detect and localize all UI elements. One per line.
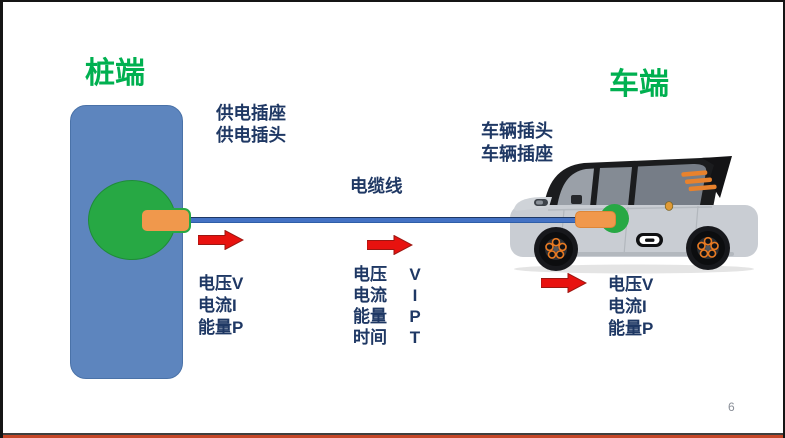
- measure-line: 电压V: [608, 275, 654, 294]
- vehicle-connector-label: 车辆插头 车辆插座: [481, 120, 553, 166]
- bottom-divider-line: [3, 433, 783, 435]
- page-number: 6: [728, 400, 735, 414]
- measure-line: 电压 V: [353, 265, 421, 284]
- pile-end-title: 桩端: [85, 57, 145, 90]
- vehicle-end-title: 车端: [609, 68, 669, 101]
- measure-line: 电压V: [198, 274, 244, 293]
- charging-cable-line: [171, 217, 589, 223]
- car-image: [510, 156, 758, 274]
- vehicle-plug-connector: [575, 211, 616, 228]
- vehicle-plug-label: 车辆插头: [481, 121, 553, 141]
- vehicle-measurements: 电压V 电流I 能量P: [608, 274, 653, 340]
- measure-line: 能量P: [198, 318, 244, 337]
- power-flow-right-arrow-icon: [198, 230, 244, 250]
- measure-line: 能量 P: [353, 307, 421, 326]
- vehicle-socket-label: 车辆插座: [481, 144, 553, 164]
- cable-measurements: 电压 V 电流 I 能量 P 时间 T: [353, 264, 423, 348]
- cable-label: 电缆线: [350, 176, 403, 196]
- measure-line: 电流I: [198, 296, 237, 315]
- measure-line: 能量P: [608, 319, 654, 338]
- pile-plug-connector: [140, 208, 191, 233]
- supply-connector-label: 供电插座 供电插头: [216, 102, 286, 146]
- measure-line: 电流I: [608, 297, 647, 316]
- power-flow-right-arrow-icon: [541, 273, 587, 293]
- supply-plug-label: 供电插头: [216, 125, 286, 145]
- power-flow-right-arrow-icon: [367, 235, 413, 255]
- bottom-accent-line: [3, 435, 783, 438]
- pile-measurements: 电压V 电流I 能量P: [198, 273, 243, 339]
- supply-socket-label: 供电插座: [216, 103, 286, 123]
- measure-line: 电流 I: [353, 286, 418, 305]
- measure-line: 时间 T: [353, 328, 421, 347]
